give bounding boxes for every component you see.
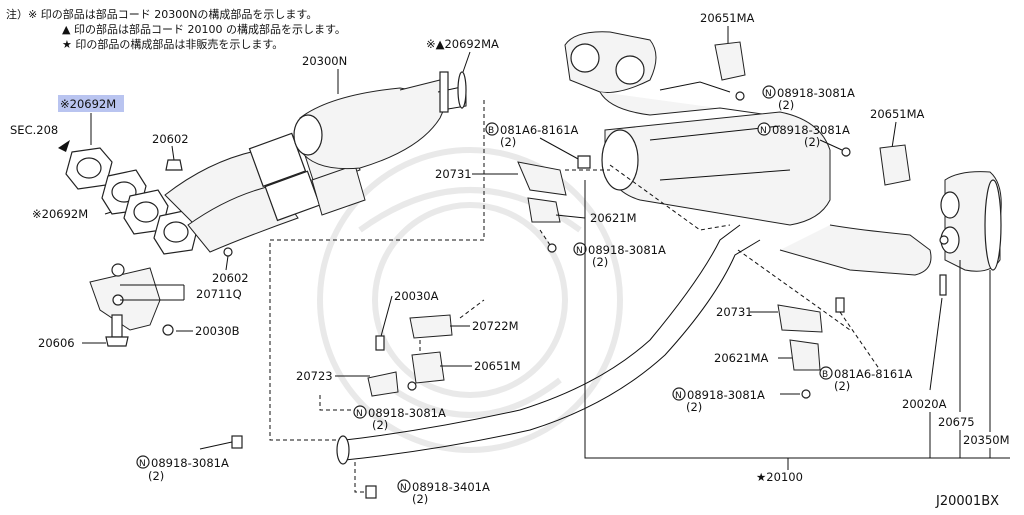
qty-08918-3081a-f: (2) xyxy=(148,469,164,483)
label-20020a[interactable]: 20020A xyxy=(902,397,947,411)
qty-08918-3081a-d: (2) xyxy=(372,418,388,432)
gasket-part xyxy=(65,147,113,190)
label-08918-3401a[interactable]: 08918-3401A xyxy=(412,480,490,494)
label-20602-top[interactable]: 20602 xyxy=(152,132,189,146)
n-mark-c: N xyxy=(576,246,583,256)
n-mark-a: N xyxy=(765,89,772,99)
n-mark-b: N xyxy=(760,126,767,136)
arrow-icon xyxy=(58,140,70,152)
diagram-code: J20001BX xyxy=(935,494,999,509)
qty-081a6-8161a-b: (2) xyxy=(834,379,850,393)
qty-08918-3081a-e: (2) xyxy=(686,400,702,414)
label-20350m[interactable]: 20350M xyxy=(963,433,1010,447)
front-pipe-catalyst xyxy=(101,124,366,255)
main-muffler xyxy=(601,111,831,226)
label-20731-a[interactable]: 20731 xyxy=(435,167,472,181)
label-20692ma[interactable]: ※▲20692MA xyxy=(426,37,499,51)
bracket-20711q xyxy=(89,263,174,347)
label-20731-b[interactable]: 20731 xyxy=(716,305,753,319)
label-20651ma-top[interactable]: 20651MA xyxy=(700,11,755,25)
label-20606[interactable]: 20606 xyxy=(38,336,75,350)
label-08918-3081a-e[interactable]: 08918-3081A xyxy=(687,388,765,402)
gasket-20692ma xyxy=(439,71,449,113)
label-20300n[interactable]: 20300N xyxy=(302,54,347,68)
qty-08918-3081a-c: (2) xyxy=(592,255,608,269)
label-20692m-left[interactable]: ※20692M xyxy=(32,207,88,221)
label-08918-3081a-a[interactable]: 08918-3081A xyxy=(777,86,855,100)
label-sec-208[interactable]: SEC.208 xyxy=(10,123,58,137)
note-1: 注）※ 印の部品は部品コード 20300Nの構成部品を示します。 xyxy=(6,7,317,21)
qty-08918-3081a-a: (2) xyxy=(778,98,794,112)
label-08918-3081a-c[interactable]: 08918-3081A xyxy=(588,243,666,257)
label-20692m-highlighted[interactable]: ※20692M xyxy=(60,97,116,111)
watermark xyxy=(317,147,623,453)
qty-081a6-8161a-a: (2) xyxy=(500,135,516,149)
label-20675[interactable]: 20675 xyxy=(938,415,975,429)
qty-08918-3401a: (2) xyxy=(412,492,428,506)
label-20723[interactable]: 20723 xyxy=(296,369,333,383)
rear-muffler-upper xyxy=(564,31,791,119)
label-08918-3081a-b[interactable]: 08918-3081A xyxy=(772,123,850,137)
n-mark-e: N xyxy=(675,391,682,401)
label-20651ma-right[interactable]: 20651MA xyxy=(870,107,925,121)
label-081a6-8161a-a[interactable]: 081A6-8161A xyxy=(500,123,579,137)
n-mark-d: N xyxy=(356,409,363,419)
label-20621m[interactable]: 20621M xyxy=(590,211,637,225)
label-20030a[interactable]: 20030A xyxy=(394,289,439,303)
label-08918-3081a-f[interactable]: 08918-3081A xyxy=(151,456,229,470)
label-20722m[interactable]: 20722M xyxy=(472,319,519,333)
label-20100[interactable]: ★20100 xyxy=(756,470,803,484)
label-20030b[interactable]: 20030B xyxy=(195,324,240,338)
label-20711q[interactable]: 20711Q xyxy=(196,287,242,301)
note-3: ★ 印の部品の構成部品は非販売を示します。 xyxy=(62,37,283,51)
label-20602-bottom[interactable]: 20602 xyxy=(212,271,249,285)
b-mark-a: B xyxy=(488,126,494,136)
n-mark-f: N xyxy=(139,459,146,469)
note-2: ▲ 印の部品は部品コード 20100 の構成部品を示します。 xyxy=(62,22,346,36)
main-pipe xyxy=(336,224,761,465)
label-20651m[interactable]: 20651M xyxy=(474,359,521,373)
label-081a6-8161a-b[interactable]: 081A6-8161A xyxy=(834,367,913,381)
n-mark-g: N xyxy=(400,483,407,493)
highlight-box xyxy=(58,95,124,112)
tailpipe-right xyxy=(939,171,1002,272)
notes-block: 注）※ 印の部品は部品コード 20300Nの構成部品を示します。 ▲ 印の部品は… xyxy=(6,7,346,51)
label-08918-3081a-d[interactable]: 08918-3081A xyxy=(368,406,446,420)
qty-08918-3081a-b: (2) xyxy=(804,135,820,149)
label-20621ma[interactable]: 20621MA xyxy=(714,351,769,365)
b-mark-b: B xyxy=(822,370,828,380)
